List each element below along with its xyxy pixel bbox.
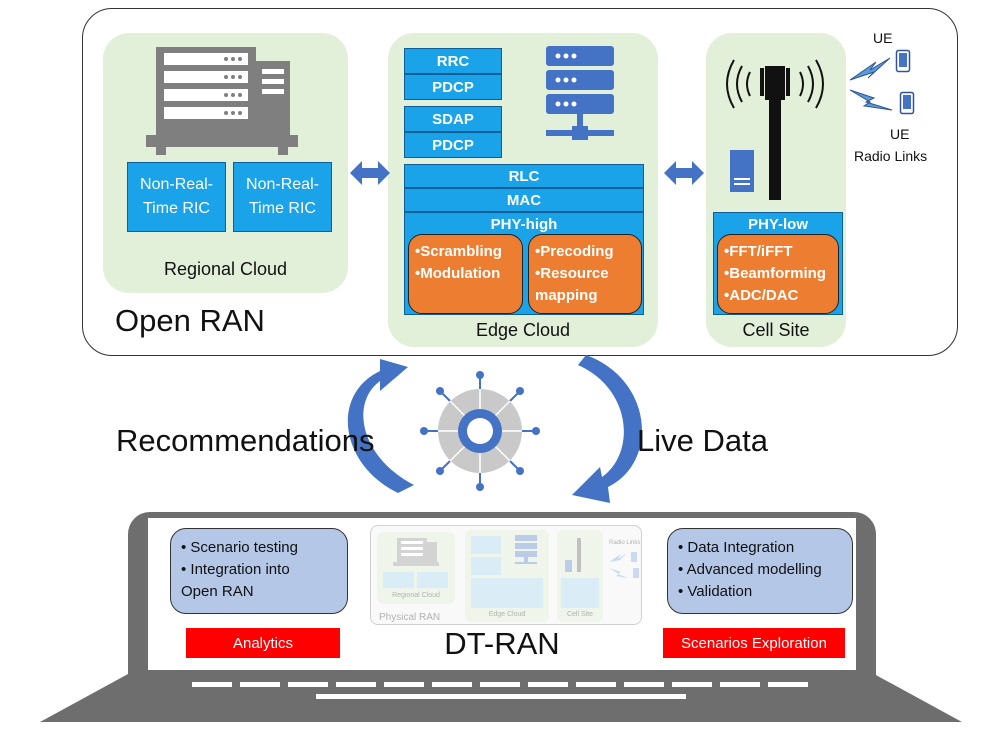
thumb-regional-label: Regional Cloud bbox=[392, 592, 440, 599]
rlc-layer: RLC bbox=[404, 164, 644, 188]
radio-links-label: Radio Links bbox=[854, 148, 928, 164]
laptop-keyboard-keys bbox=[192, 682, 808, 699]
thumb-layer-block bbox=[471, 536, 501, 554]
thumb-cell-label: Cell Site bbox=[566, 611, 594, 618]
mac-layer: MAC bbox=[404, 188, 644, 212]
analytics-button[interactable]: Analytics bbox=[186, 628, 340, 658]
phone-icon bbox=[899, 91, 915, 115]
antenna-tower-icon bbox=[726, 59, 824, 200]
phone-icon bbox=[895, 49, 911, 73]
pdcp-box-1: PDCP bbox=[404, 74, 502, 100]
thumb-antenna bbox=[577, 538, 581, 572]
thumb-ric-block bbox=[417, 572, 448, 588]
thumb-physical-ran-label: Physical RAN bbox=[379, 612, 441, 623]
scrambling-modulation-box: •Scrambling •Modulation bbox=[408, 234, 523, 314]
thumb-cell-panel: Cell Site bbox=[557, 530, 603, 622]
precoding-mapping-box: •Precoding •Resource mapping bbox=[528, 234, 642, 314]
ue-label-bottom: UE bbox=[890, 126, 910, 142]
thumb-edge-panel: Edge Cloud bbox=[465, 530, 549, 622]
thumb-cabinet bbox=[565, 560, 572, 572]
laptop-base bbox=[40, 674, 962, 722]
edge-cloud-label: Edge Cloud bbox=[475, 320, 571, 340]
ric-box-1: Non-Real- Time RIC bbox=[127, 162, 226, 232]
thumb-server-icon bbox=[393, 538, 439, 566]
regional-cloud-label: Regional Cloud bbox=[163, 259, 288, 279]
thumb-layer-block bbox=[471, 557, 501, 575]
open-ran-title: Open RAN bbox=[115, 303, 265, 338]
thumb-ric-block bbox=[383, 572, 414, 588]
thumb-radio-links-label: Radio Links bbox=[609, 540, 641, 546]
thumb-network-icon bbox=[515, 535, 537, 564]
thumb-edge-label: Edge Cloud bbox=[488, 611, 526, 618]
phy-high-label: PHY-high bbox=[490, 216, 558, 233]
scenario-testing-box: • Scenario testing • Integration into Op… bbox=[170, 528, 348, 614]
data-integration-box: • Data Integration • Advanced modelling … bbox=[667, 528, 853, 614]
thumb-phy-block bbox=[471, 578, 543, 608]
live-data-label: Live Data bbox=[637, 423, 768, 458]
ue-label-top: UE bbox=[873, 30, 893, 46]
ric-box-2: Non-Real- Time RIC bbox=[233, 162, 332, 232]
double-arrow-icon bbox=[350, 161, 390, 185]
pdcp-box-2: PDCP bbox=[404, 132, 502, 158]
thumb-regional-panel: Regional Cloud bbox=[377, 532, 455, 604]
radio-link-icon bbox=[849, 57, 893, 111]
physical-ran-thumbnail: Regional Cloud Edge Cloud Cell Site Radi… bbox=[370, 525, 642, 625]
phy-low-label: PHY-low bbox=[747, 216, 808, 233]
server-rack-icon bbox=[146, 47, 298, 155]
fft-beamforming-adc-box: •FFT/iFFT •Beamforming •ADC/DAC bbox=[717, 234, 839, 314]
rrc-box: RRC bbox=[404, 48, 502, 74]
recommendations-label: Recommendations bbox=[116, 423, 375, 458]
sdap-box: SDAP bbox=[404, 106, 502, 132]
scenarios-exploration-button[interactable]: Scenarios Exploration bbox=[663, 628, 845, 658]
recommendations-arrow bbox=[347, 359, 414, 493]
thumb-radio-icon bbox=[609, 552, 639, 578]
thumb-phy-low-block bbox=[561, 578, 599, 608]
dt-ran-title: DT-RAN bbox=[444, 626, 560, 661]
double-arrow-icon bbox=[664, 161, 704, 185]
hub-wheel-icon bbox=[420, 371, 540, 491]
base-station-icon bbox=[730, 150, 754, 192]
cell-site-label: Cell Site bbox=[742, 320, 810, 340]
live-data-arrow bbox=[572, 355, 642, 503]
network-server-icon bbox=[546, 46, 614, 140]
